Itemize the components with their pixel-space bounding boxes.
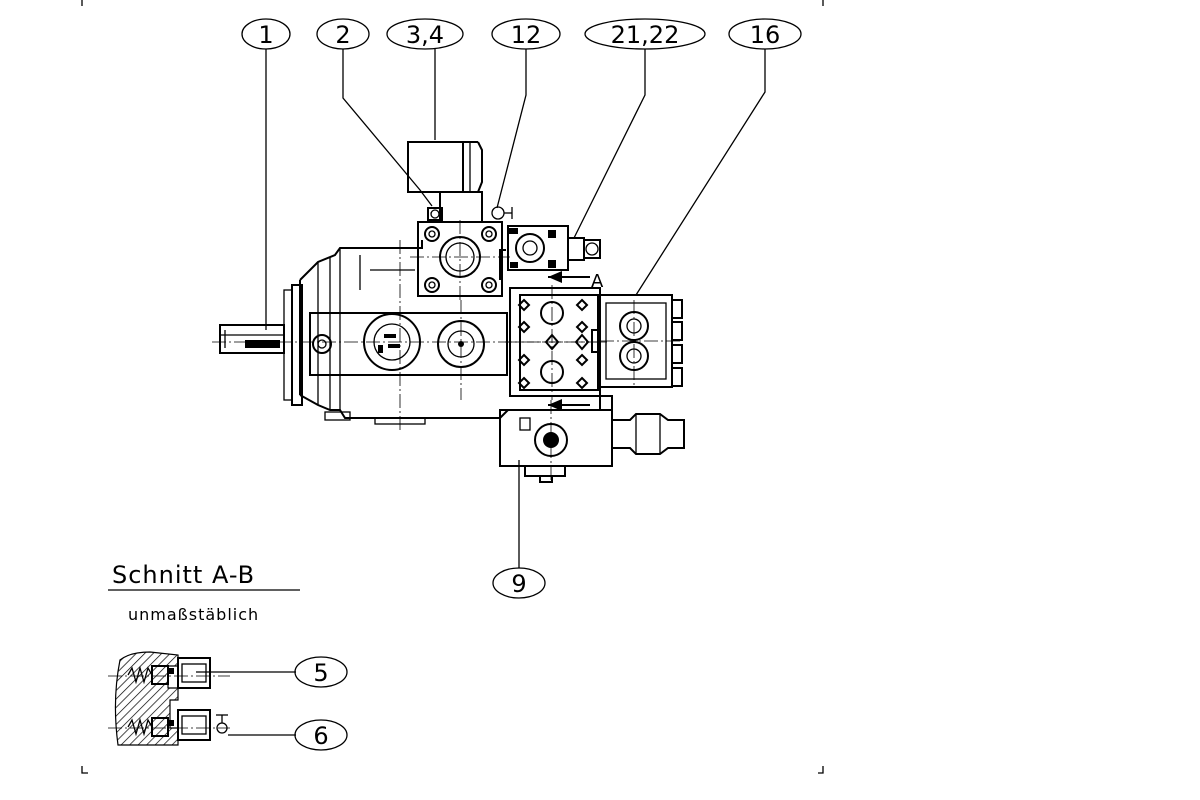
section-arrow-letter: A <box>591 271 604 292</box>
gear-pump-16 <box>591 294 683 388</box>
callout-21-22: 21,22 <box>584 18 706 50</box>
callout-2-label: 2 <box>335 21 350 49</box>
callout-3-4: 3,4 <box>386 18 464 50</box>
callout-12-label: 12 <box>511 21 542 49</box>
pump-main-housing <box>212 240 600 430</box>
leader-lines <box>265 49 766 568</box>
sheet-frame-marks <box>81 0 824 774</box>
section-a-b: Schnitt A-B unmaßstäblich <box>108 561 348 751</box>
callout-1-label: 1 <box>258 21 273 49</box>
callout-5-label: 5 <box>313 659 328 687</box>
control-block <box>410 207 510 300</box>
callout-16: 16 <box>728 18 802 50</box>
callout-16-label: 16 <box>750 21 781 49</box>
solenoid <box>407 141 483 223</box>
section-subtitle: unmaßstäblich <box>128 605 259 624</box>
callout-9-label: 9 <box>511 570 526 598</box>
pressure-valve <box>491 206 601 271</box>
callout-12: 12 <box>491 18 561 50</box>
section-arrow-bottom <box>548 399 590 411</box>
callout-3-4-label: 3,4 <box>406 21 444 49</box>
section-cut-view <box>108 651 230 746</box>
callout-6-label: 6 <box>313 722 328 750</box>
drive-shaft <box>219 324 285 354</box>
callout-21-22-label: 21,22 <box>611 21 680 49</box>
lower-valve-9 <box>499 395 685 483</box>
callout-9: 9 <box>492 567 546 599</box>
callout-1: 1 <box>241 18 291 50</box>
section-arrow-top: A <box>548 271 604 292</box>
auxiliary-pump-block <box>505 285 610 400</box>
callout-2: 2 <box>316 18 370 50</box>
section-title: Schnitt A-B <box>112 561 255 589</box>
callout-5: 5 <box>294 656 348 688</box>
callout-6: 6 <box>294 719 348 751</box>
